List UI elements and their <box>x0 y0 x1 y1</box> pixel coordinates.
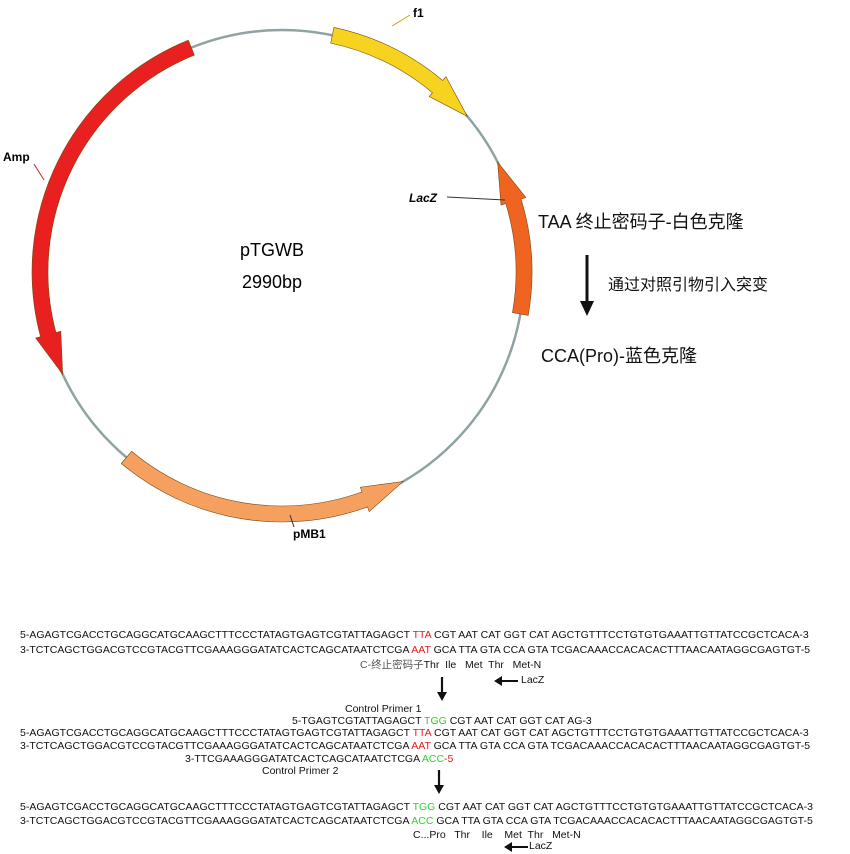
f1-label: f1 <box>413 6 424 20</box>
pmb1-leader-line <box>289 514 295 528</box>
block3-amino-acids: C...Pro Thr Ile Met Thr Met-N <box>413 829 581 841</box>
block3-lacz-label: LacZ <box>529 840 553 852</box>
plasmid-size: 2990bp <box>242 272 302 292</box>
cca-annotation: CCA(Pro)-蓝色克隆 <box>541 346 697 366</box>
stop-codon-top: TTA <box>412 629 432 641</box>
pmb1-label: pMB1 <box>293 527 326 541</box>
mutation-annotation: 通过对照引物引入突变 <box>608 277 769 294</box>
feature-f1-arc <box>330 27 469 118</box>
block1-down-arrow-icon <box>437 677 447 701</box>
feature-lacz-arc <box>497 161 533 316</box>
block2-top-strand: 5-AGAGTCGACCTGCAGGCATGCAAGCTTTCCCTATAGTG… <box>20 727 809 739</box>
amp-leader-line <box>33 163 45 181</box>
mutation-arrow-icon <box>580 255 594 316</box>
control-primer-1-label: Control Primer 1 <box>345 703 422 715</box>
control-primer-2-label: Control Primer 2 <box>262 765 339 777</box>
plasmid-features <box>31 27 533 523</box>
feature-pmb1-arc <box>120 450 404 523</box>
mutant-codon-bottom: ACC <box>411 815 434 827</box>
primer1-mutant-codon: TGG <box>424 715 447 727</box>
block1-top-strand: 5-AGAGTCGACCTGCAGGCATGCAAGCTTTCCCTATAGTG… <box>20 629 809 641</box>
block1-amino-acids: C-终止密码子Thr Ile Met Thr Met-N <box>360 659 542 671</box>
control-primer-2: 3-TTCGAAAGGGATATCACTCAGCATAATCTCGA ACC-5 <box>185 753 454 765</box>
block1-lacz-label: LacZ <box>521 674 545 686</box>
plasmid-name: pTGWB <box>240 240 304 260</box>
amp-label: Amp <box>3 150 30 164</box>
lacz-leader-line <box>446 196 506 201</box>
primer2-mutant-codon: ACC <box>421 753 445 765</box>
block3-bottom-strand: 3-TCTCAGCTGGACGTCCGTACGTTCGAAAGGGATATCAC… <box>20 815 813 827</box>
block1-bottom-strand: 3-TCTCAGCTGGACGTCCGTACGTTCGAAAGGGATATCAC… <box>20 644 811 656</box>
stop-codon-bottom: AAT <box>411 644 431 656</box>
block2-down-arrow-icon <box>434 770 444 794</box>
mutant-codon-top: TGG <box>412 801 436 813</box>
plasmid-map: f1 LacZ pMB1 Amp pTGWB 2990bp <box>3 6 594 541</box>
block2-bottom-strand: 3-TCTCAGCTGGACGTCCGTACGTTCGAAAGGGATATCAC… <box>20 740 811 752</box>
taa-annotation: TAA 终止密码子-白色克隆 <box>538 212 744 232</box>
feature-amp-arc <box>31 39 195 376</box>
lacz-label: LacZ <box>409 191 438 205</box>
block1-lacz-arrow-icon <box>494 676 518 686</box>
f1-leader-line <box>391 14 411 27</box>
block3-top-strand: 5-AGAGTCGACCTGCAGGCATGCAAGCTTTCCCTATAGTG… <box>20 801 813 813</box>
control-primer-1: 5-TGAGTCGTATTAGAGCT TGG CGT AAT CAT GGT … <box>292 715 592 727</box>
block3-lacz-arrow-icon <box>504 842 528 852</box>
